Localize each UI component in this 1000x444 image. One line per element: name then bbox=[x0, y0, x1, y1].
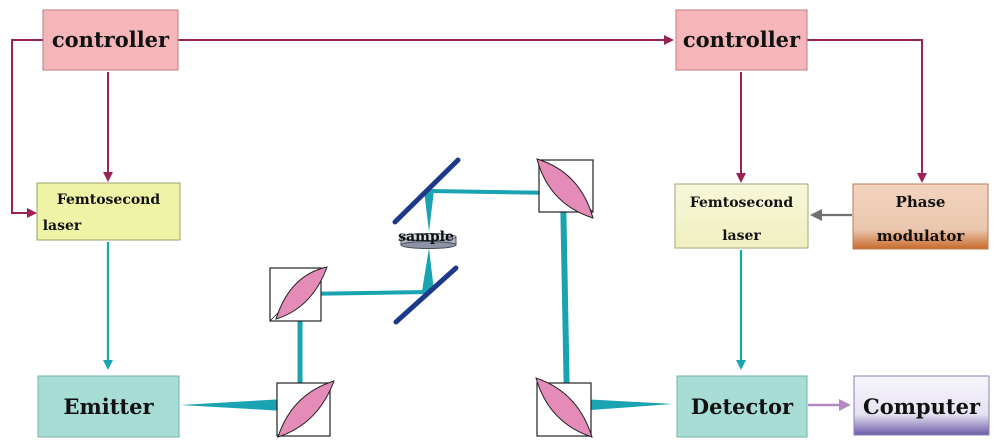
detector-label: Detector bbox=[691, 394, 794, 419]
beam-emitter-wedge bbox=[180, 398, 302, 412]
parabolic-mirror-top-right bbox=[536, 158, 594, 219]
parabolic-mirror-bottom-right bbox=[535, 377, 593, 438]
beam-segment-down-right bbox=[560, 191, 570, 406]
computer-box: Computer bbox=[853, 375, 990, 436]
parabolic-mirror-top-left bbox=[269, 266, 328, 322]
control-line-left-loop bbox=[11, 39, 45, 218]
control-wiring bbox=[11, 35, 927, 218]
controller-right-box: controller bbox=[675, 9, 808, 71]
sample-disk bbox=[400, 233, 457, 249]
parabolic-mirror-bottom-left bbox=[276, 380, 335, 438]
control-line-right-controller-to-phase bbox=[807, 39, 927, 183]
femtosecond-laser-right-box: Femtosecond laser bbox=[674, 183, 809, 249]
emitter-box: Emitter bbox=[37, 375, 180, 438]
phase-line1: Phase bbox=[896, 193, 946, 211]
phase-line2: modulator bbox=[877, 227, 966, 245]
femtosecond-laser-left-box: Femtosecond laser bbox=[36, 182, 181, 241]
controller-right-label: controller bbox=[683, 27, 801, 52]
laser-right-line2: laser bbox=[722, 228, 761, 244]
laser-left-line2: laser bbox=[43, 218, 82, 234]
detector-box: Detector bbox=[676, 375, 808, 438]
beam-focus-upper bbox=[424, 190, 434, 232]
computer-label: Computer bbox=[863, 394, 981, 419]
beam-focus-lower bbox=[422, 248, 434, 291]
laser-left-line1: Femtosecond bbox=[57, 192, 161, 208]
laser-right-line1: Femtosecond bbox=[690, 195, 794, 211]
beam-path bbox=[180, 189, 673, 412]
flat-mirror-upper bbox=[392, 157, 461, 225]
sample-label: sample bbox=[398, 229, 454, 245]
controller-left-label: controller bbox=[52, 27, 170, 52]
controller-left-box: controller bbox=[42, 9, 179, 71]
flat-mirror-lower bbox=[393, 265, 459, 325]
emitter-label: Emitter bbox=[63, 394, 154, 419]
phase-modulator-box: Phase modulator bbox=[852, 183, 989, 250]
